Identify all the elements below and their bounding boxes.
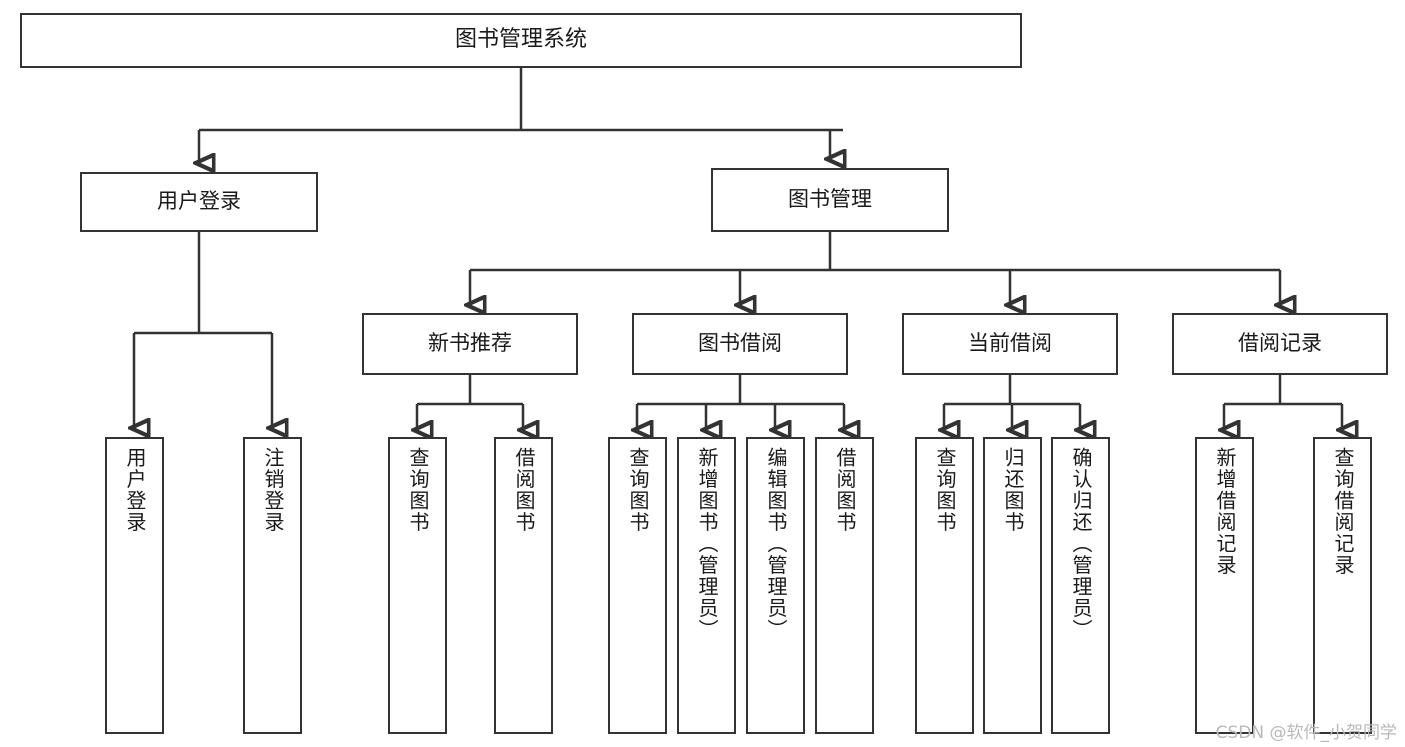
node-label: 借阅图书 — [512, 447, 536, 533]
node-label: 确认归还（管理员） — [1069, 447, 1093, 641]
leaf-borrow-edit-book-admin[interactable]: 编辑图书（管理员） — [746, 437, 805, 734]
node-label: 图书管理 — [788, 187, 872, 212]
leaf-borrow-query-book[interactable]: 查询图书 — [608, 437, 667, 734]
node-borrow-record[interactable]: 借阅记录 — [1172, 313, 1388, 375]
leaf-logout-login[interactable]: 注销登录 — [243, 437, 302, 734]
node-label: 注销登录 — [261, 447, 285, 533]
node-root-system[interactable]: 图书管理系统 — [20, 13, 1022, 68]
node-new-book-recommend[interactable]: 新书推荐 — [362, 313, 578, 375]
watermark-text: CSDN @软件_小贺同学 — [1215, 723, 1397, 743]
node-book-borrow[interactable]: 图书借阅 — [632, 313, 848, 375]
node-label: 借阅记录 — [1238, 331, 1322, 356]
node-label: 查询图书 — [933, 447, 957, 533]
node-label: 编辑图书（管理员） — [764, 447, 788, 641]
leaf-current-confirm-return-admin[interactable]: 确认归还（管理员） — [1051, 437, 1110, 734]
node-label: 查询图书 — [406, 447, 430, 533]
leaf-user-login[interactable]: 用户登录 — [105, 437, 164, 734]
leaf-recommend-query-book[interactable]: 查询图书 — [388, 437, 447, 734]
leaf-borrow-add-book-admin[interactable]: 新增图书（管理员） — [677, 437, 736, 734]
node-label: 图书管理系统 — [454, 27, 587, 53]
node-label: 当前借阅 — [968, 331, 1052, 356]
leaf-borrow-borrow-book[interactable]: 借阅图书 — [815, 437, 874, 734]
node-label: 图书借阅 — [698, 331, 782, 356]
node-label: 查询图书 — [626, 447, 650, 533]
node-user-login[interactable]: 用户登录 — [80, 172, 318, 232]
leaf-record-add-borrow-record[interactable]: 新增借阅记录 — [1195, 437, 1254, 734]
node-label: 新书推荐 — [428, 331, 512, 356]
node-label: 用户登录 — [157, 189, 241, 214]
node-current-borrow[interactable]: 当前借阅 — [902, 313, 1118, 375]
leaf-recommend-borrow-book[interactable]: 借阅图书 — [494, 437, 553, 734]
node-label: 查询借阅记录 — [1331, 447, 1355, 576]
node-label: 用户登录 — [123, 447, 147, 533]
node-book-management[interactable]: 图书管理 — [711, 168, 949, 232]
node-label: 归还图书 — [1001, 447, 1025, 533]
node-label: 新增图书（管理员） — [695, 447, 719, 641]
leaf-current-query-book[interactable]: 查询图书 — [915, 437, 974, 734]
leaf-current-return-book[interactable]: 归还图书 — [983, 437, 1042, 734]
node-label: 新增借阅记录 — [1213, 447, 1237, 576]
leaf-record-query-borrow-record[interactable]: 查询借阅记录 — [1313, 437, 1372, 734]
node-label: 借阅图书 — [833, 447, 857, 533]
